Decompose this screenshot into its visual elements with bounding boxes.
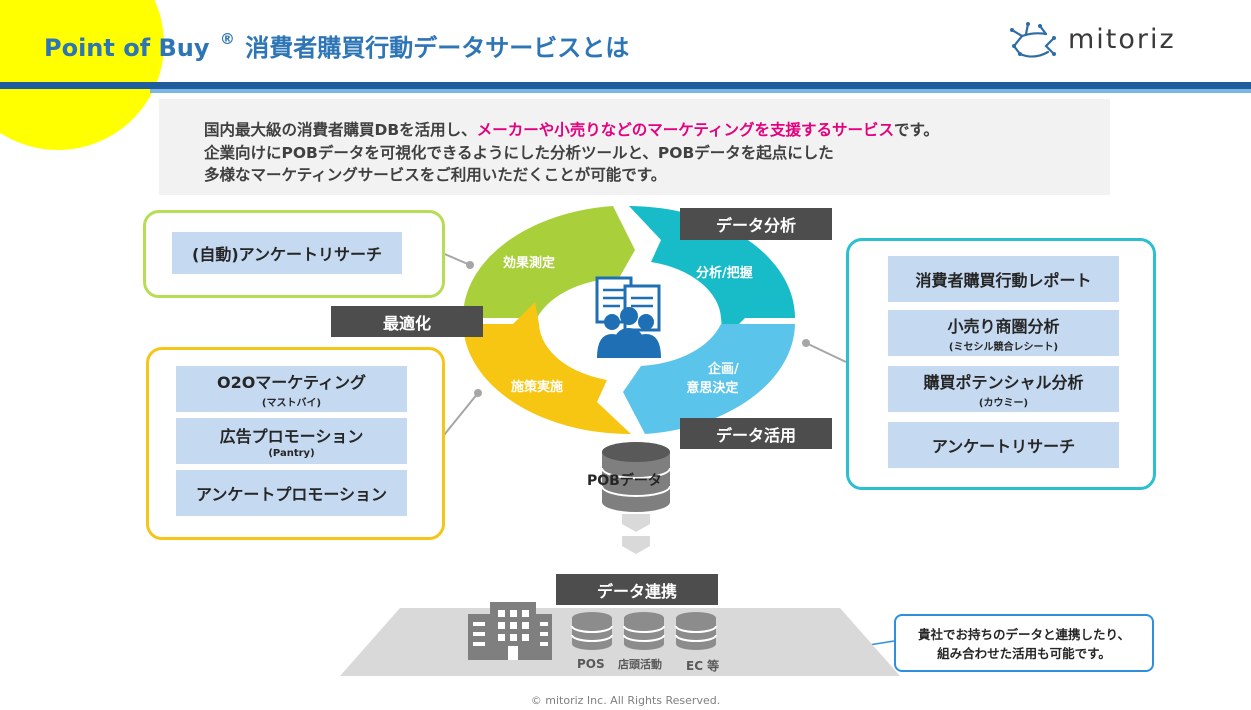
header-divider-light — [150, 89, 1251, 93]
description-panel — [159, 99, 1110, 195]
data-source-platform — [340, 602, 900, 676]
cycle-segment-yellow — [463, 302, 631, 435]
item-o2o-marketing[interactable]: O2Oマーケティング (マストバイ) — [176, 366, 407, 412]
item-consumer-report[interactable]: 消費者購買行動レポート — [888, 256, 1119, 302]
cycle-diagram — [462, 206, 795, 435]
cycle-segment-lightblue — [623, 324, 795, 434]
base-label-pos: POS — [577, 657, 605, 671]
database-icons — [571, 612, 717, 650]
label-data-analysis: データ分析 — [680, 208, 832, 240]
item-purchase-potential[interactable]: 購買ポテンシャル分析 (カウミー) — [888, 366, 1119, 412]
cycle-label-execute: 施策実施 — [511, 380, 564, 395]
copyright: © mitoriz Inc. All Rights Reserved. — [530, 694, 721, 707]
description-line-3: 多様なマーケティングサービスをご利用いただくことが可能です。 — [204, 166, 667, 184]
label-optimize: 最適化 — [331, 306, 483, 337]
decorative-yellow-circle — [0, 0, 164, 150]
page-title: Point of Buy ® 消費者購買行動データサービスとは — [44, 30, 630, 62]
item-ad-promotion[interactable]: 広告プロモーション (Pantry) — [176, 418, 407, 464]
cycle-segment-teal — [629, 206, 795, 340]
item-survey-research[interactable]: アンケートリサーチ — [888, 422, 1119, 468]
cycle-label-plan: 企画/ 意思決定 — [686, 362, 739, 396]
integration-callout: 貴社でお持ちのデータと連携したり、 組み合わせた活用も可能です。 — [894, 614, 1154, 672]
header-divider-dark — [0, 82, 1251, 89]
logo-text: mitoriz — [1068, 24, 1176, 55]
base-label-store: 店頭活動 — [618, 658, 662, 671]
pob-database-icon — [601, 442, 671, 554]
cycle-segment-green — [462, 206, 635, 318]
base-label-ec: EC 等 — [686, 659, 720, 673]
description-highlight: メーカーや小売りなどのマーケティングを支援するサービス — [476, 121, 894, 139]
pob-data-label: POBデータ — [587, 473, 662, 489]
mitoriz-logo-icon — [1010, 22, 1056, 58]
cycle-label-analysis: 分析/把握 — [696, 266, 753, 281]
item-trade-area-analysis[interactable]: 小売り商圏分析 (ミセシル競合レシート) — [888, 310, 1119, 356]
people-documents-icon — [595, 276, 661, 358]
item-survey-promotion[interactable]: アンケートプロモーション — [176, 470, 407, 516]
cycle-label-measure: 効果測定 — [503, 256, 556, 271]
label-data-use: データ活用 — [680, 418, 832, 449]
description-line-1: 国内最大級の消費者購買DBを活用し、メーカーや小売りなどのマーケティングを支援す… — [204, 121, 939, 139]
description-line-2: 企業向けにPOBデータを可視化できるようにした分析ツールと、POBデータを起点に… — [204, 144, 834, 162]
label-data-link: データ連携 — [556, 574, 718, 605]
item-auto-survey[interactable]: (自動)アンケートリサーチ — [172, 232, 402, 274]
